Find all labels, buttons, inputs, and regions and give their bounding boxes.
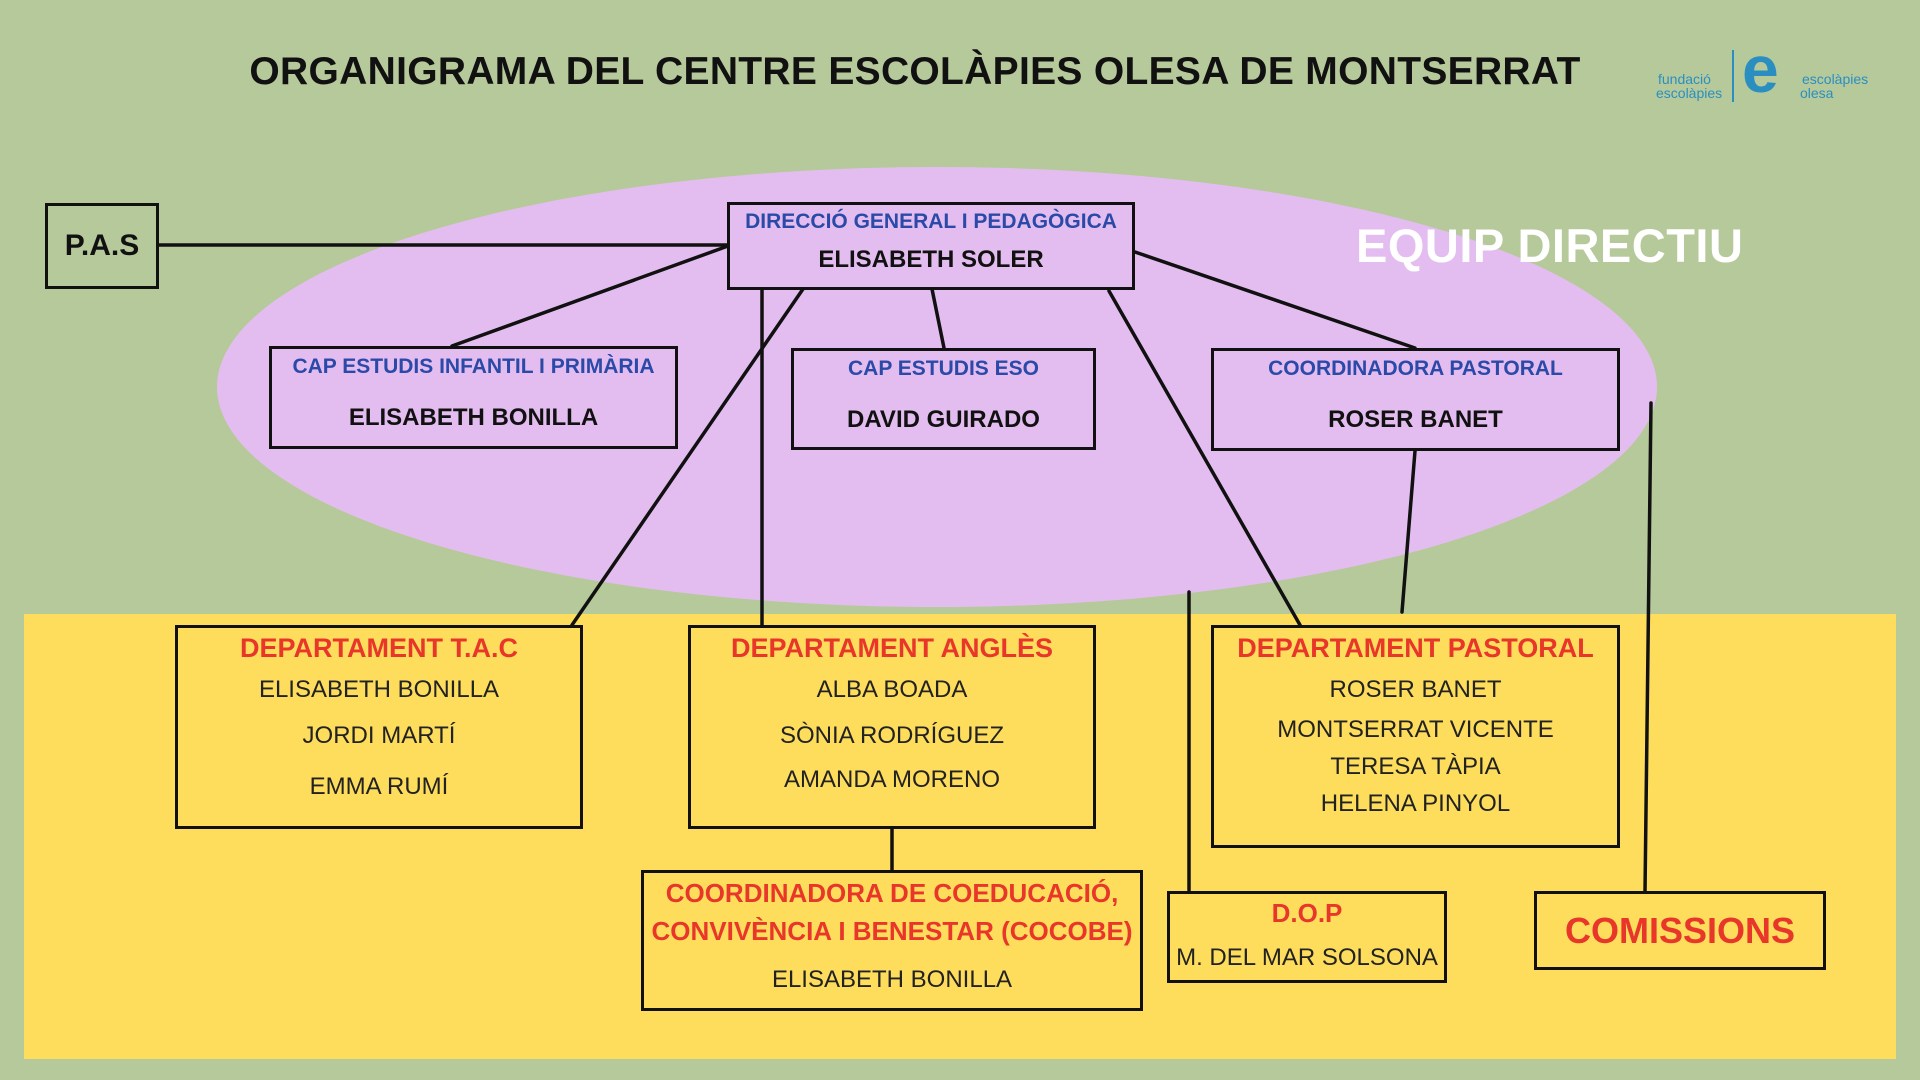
cocobe-box: COORDINADORA DE COEDUCACIÓ, CONVIVÈNCIA … [641,870,1143,1011]
dept-tac-member: JORDI MARTÍ [302,722,456,749]
logo-left-line2: escolàpies [1656,85,1723,101]
escolapies-logo: fundació escolàpies e escolàpies olesa [1640,36,1880,108]
dept-angles-member: AMANDA MORENO [783,766,1001,793]
dept-tac-member: EMMA RUMÍ [309,773,449,800]
dept-angles-member: SÒNIA RODRÍGUEZ [779,722,1005,749]
dept-pastoral-member: HELENA PINYOL [1320,790,1511,817]
cocobe-name: ELISABETH BONILLA [771,966,1013,993]
cocobe-title-line2: CONVIVÈNCIA I BENESTAR (COCOBE) [651,916,1133,946]
dop-box: D.O.P M. DEL MAR SOLSONA [1167,891,1447,983]
dept-angles-title: DEPARTAMENT ANGLÈS [731,633,1053,663]
departament-angles-box: DEPARTAMENT ANGLÈS ALBA BOADA SÒNIA RODR… [688,625,1096,829]
equip-directiu-ellipse [217,167,1657,607]
dept-pastoral-title: DEPARTAMENT PASTORAL [1237,633,1594,663]
comissions-label: COMISSIONS [1564,910,1796,951]
coordinadora-pastoral-box: COORDINADORA PASTORAL ROSER BANET [1211,348,1620,451]
equip-directiu-label: EQUIP DIRECTIU [1356,219,1744,272]
dept-pastoral-member: ROSER BANET [1329,676,1502,703]
departments-area [24,614,1896,1059]
direccio-general-box: DIRECCIÓ GENERAL I PEDAGÒGICA ELISABETH … [727,202,1135,290]
comissions-box: COMISSIONS [1534,891,1826,970]
dept-pastoral-member: TERESA TÀPIA [1330,753,1501,780]
departament-tac-box: DEPARTAMENT T.A.C ELISABETH BONILLA JORD… [175,625,583,829]
connector-coord-pastoral-dept-pastoral [1400,449,1417,614]
cap-estudis-primaria-box: CAP ESTUDIS INFANTIL I PRIMÀRIA ELISABET… [269,346,678,449]
direccio-role: DIRECCIÓ GENERAL I PEDAGÒGICA [745,210,1117,233]
logo-left-line1: fundació [1658,71,1711,87]
dept-pastoral-member: MONTSERRAT VICENTE [1277,716,1554,743]
cocobe-title-line1: COORDINADORA DE COEDUCACIÓ, [665,878,1119,908]
direccio-name: ELISABETH SOLER [818,246,1044,273]
departament-pastoral-box: DEPARTAMENT PASTORAL ROSER BANET MONTSER… [1211,625,1620,848]
cap-eso-name: DAVID GUIRADO [847,406,1040,433]
logo-right-line2: olesa [1800,85,1834,101]
coord-pastoral-role: COORDINADORA PASTORAL [1268,357,1563,380]
coord-pastoral-name: ROSER BANET [1328,406,1503,433]
logo-right-line1: escolàpies [1802,71,1869,87]
pas-box: P.A.S [45,203,159,289]
pas-label: P.A.S [64,229,140,262]
connector-direccio-dept-pastoral [1107,289,1302,627]
dept-angles-member: ALBA BOADA [816,676,968,703]
dop-title: D.O.P [1271,898,1343,928]
page-title: ORGANIGRAMA DEL CENTRE ESCOLÀPIES OLESA … [249,50,1581,93]
connector-comissions [1643,401,1653,894]
cap-primaria-name: ELISABETH BONILLA [348,404,599,431]
dept-tac-member: ELISABETH BONILLA [258,676,500,703]
cap-estudis-eso-box: CAP ESTUDIS ESO DAVID GUIRADO [791,348,1096,450]
cap-primaria-role: CAP ESTUDIS INFANTIL I PRIMÀRIA [292,355,655,378]
logo-separator [1732,50,1734,102]
connector-direccio-cap-eso [930,287,946,350]
connector-direccio-dept-tac [570,287,805,627]
dop-name: M. DEL MAR SOLSONA [1176,944,1438,971]
logo-e-mark-icon: e [1742,32,1779,106]
cap-eso-role: CAP ESTUDIS ESO [848,357,1039,380]
dept-tac-title: DEPARTAMENT T.A.C [240,633,518,663]
connector-direccio-cap-primaria [450,244,730,348]
connector-direccio-coord-pastoral [1133,250,1417,350]
